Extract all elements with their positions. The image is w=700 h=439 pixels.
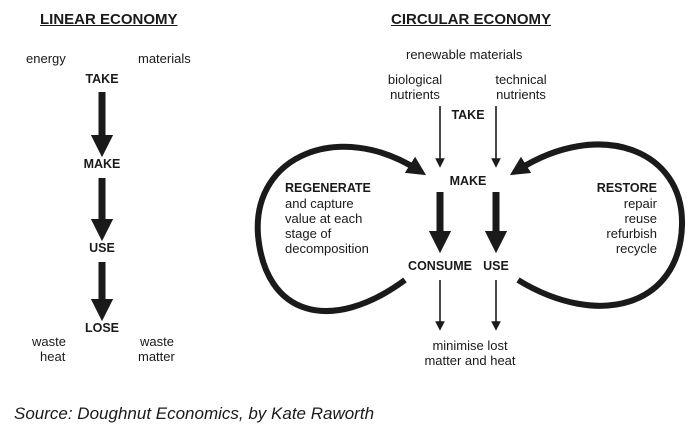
regenerate-title: REGENERATE	[285, 181, 371, 195]
restore-line2: reuse	[624, 211, 657, 226]
regenerate-line1: and capture	[285, 196, 354, 211]
source-caption: Source: Doughnut Economics, by Kate Rawo…	[14, 404, 375, 423]
regenerate-loop	[254, 143, 427, 315]
linear-lose-label: LOSE	[84, 321, 120, 335]
regenerate-line2: value at each	[285, 211, 363, 226]
circular-use-label: USE	[483, 259, 509, 273]
circular-title: CIRCULAR ECONOMY	[391, 11, 551, 28]
minimise-line2: matter and heat	[424, 353, 516, 368]
linear-energy-label: energy	[26, 51, 66, 66]
circular-consume-label: CONSUME	[408, 259, 472, 273]
linear-use-label: USE	[89, 241, 115, 255]
circular-take-label: TAKE	[451, 108, 485, 122]
minimise-line1: minimise lost	[432, 338, 508, 353]
linear-make-label: MAKE	[83, 157, 121, 171]
linear-take-label: TAKE	[85, 72, 119, 86]
linear-waste-matter-line1: waste	[140, 334, 174, 349]
circular-renewable-label: renewable materials	[406, 47, 523, 62]
restore-loop	[509, 141, 686, 309]
circular-biological-line1: biological	[387, 72, 443, 87]
restore-title: RESTORE	[596, 181, 657, 195]
linear-waste-heat-line1: waste	[32, 334, 66, 349]
restore-line3: refurbish	[606, 226, 657, 241]
restore-line1: repair	[623, 196, 657, 211]
linear-waste-matter-line2: matter	[138, 349, 175, 364]
regenerate-line4: decomposition	[285, 241, 369, 256]
linear-materials-label: materials	[138, 51, 191, 66]
regenerate-line3: stage of	[285, 226, 332, 241]
restore-line4: recycle	[615, 241, 657, 256]
circular-make-label: MAKE	[449, 174, 487, 188]
circular-technical-line2: nutrients	[496, 87, 546, 102]
circular-technical-line1: technical	[495, 72, 547, 87]
linear-title: LINEAR ECONOMY	[40, 11, 178, 28]
circular-biological-line2: nutrients	[390, 87, 440, 102]
linear-waste-heat-line2: heat	[40, 349, 66, 364]
